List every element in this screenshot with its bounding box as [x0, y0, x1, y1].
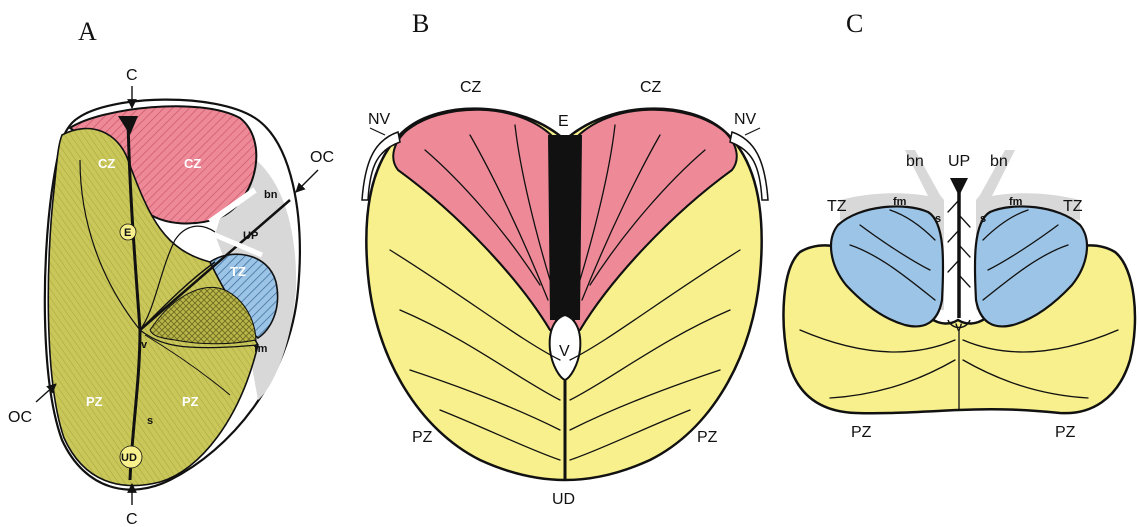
panel-c-label-pz-right: PZ [1055, 424, 1076, 441]
panel-a-label-fm: fm [254, 343, 268, 355]
panel-a-arrow-oc-right [296, 170, 318, 192]
panel-b-label-cz-left: CZ [460, 79, 482, 96]
panel-b-letter: B [412, 9, 429, 38]
panel-a-label-cz-2: CZ [184, 156, 201, 171]
panel-b-ejaculatory-duct-region [548, 135, 582, 320]
panel-c: C bn UP bn TZ [784, 9, 1135, 441]
panel-a-label-pz-2: PZ [182, 394, 199, 409]
panel-a-label-pz-1: PZ [86, 394, 103, 409]
panel-a-label-up: UP [243, 230, 258, 242]
panel-c-letter: C [846, 9, 863, 38]
panel-c-label-bn-right: bn [990, 153, 1008, 170]
panel-b-label-nv-left: NV [368, 111, 391, 128]
panel-c-label-up: UP [948, 153, 970, 170]
panel-b-label-v: V [559, 343, 570, 360]
panel-c-label-s-left: s [935, 213, 941, 225]
panel-b-label-cz-right: CZ [640, 79, 662, 96]
panel-c-label-pz-left: PZ [851, 424, 872, 441]
panel-c-label-fm-right: fm [1009, 196, 1023, 208]
panel-a-label-e: E [124, 227, 131, 239]
panel-a-label-s: s [147, 415, 153, 427]
panel-a-label-tz: TZ [230, 264, 246, 279]
panel-c-label-tz-left: TZ [827, 198, 847, 215]
panel-b-label-pz-right: PZ [697, 429, 718, 446]
panel-c-up-wedge [950, 178, 968, 196]
panel-a-label-oc-left: OC [8, 409, 32, 426]
panel-a-label-c-bottom: C [126, 511, 138, 527]
panel-a-label-ud: UD [121, 452, 137, 464]
panel-c-label-s-right: s [980, 213, 986, 225]
panel-b-label-pz-left: PZ [412, 429, 433, 446]
panel-c-label-v: V [955, 322, 963, 334]
panel-b-label-e: E [558, 113, 569, 130]
panel-c-label-tz-right: TZ [1063, 198, 1083, 215]
panel-b: B [362, 9, 768, 508]
panel-c-label-bn-left: bn [906, 153, 924, 170]
panel-b-label-ud: UD [552, 491, 575, 508]
panel-b-label-nv-right: NV [734, 111, 757, 128]
panel-a-letter: A [78, 17, 97, 46]
panel-a-label-bn: bn [264, 189, 278, 201]
panel-c-label-fm-left: fm [893, 196, 907, 208]
panel-a-label-c-top: C [126, 67, 138, 84]
panel-a: A C C OC [8, 17, 334, 527]
panel-a-label-oc-right: OC [310, 149, 334, 166]
panel-a-label-cz-1: CZ [98, 156, 115, 171]
panel-a-label-v: v [141, 339, 148, 351]
